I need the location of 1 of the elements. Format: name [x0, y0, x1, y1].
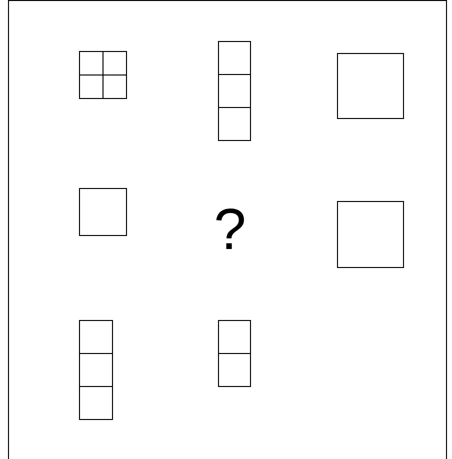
question-mark: ? [212, 196, 248, 264]
